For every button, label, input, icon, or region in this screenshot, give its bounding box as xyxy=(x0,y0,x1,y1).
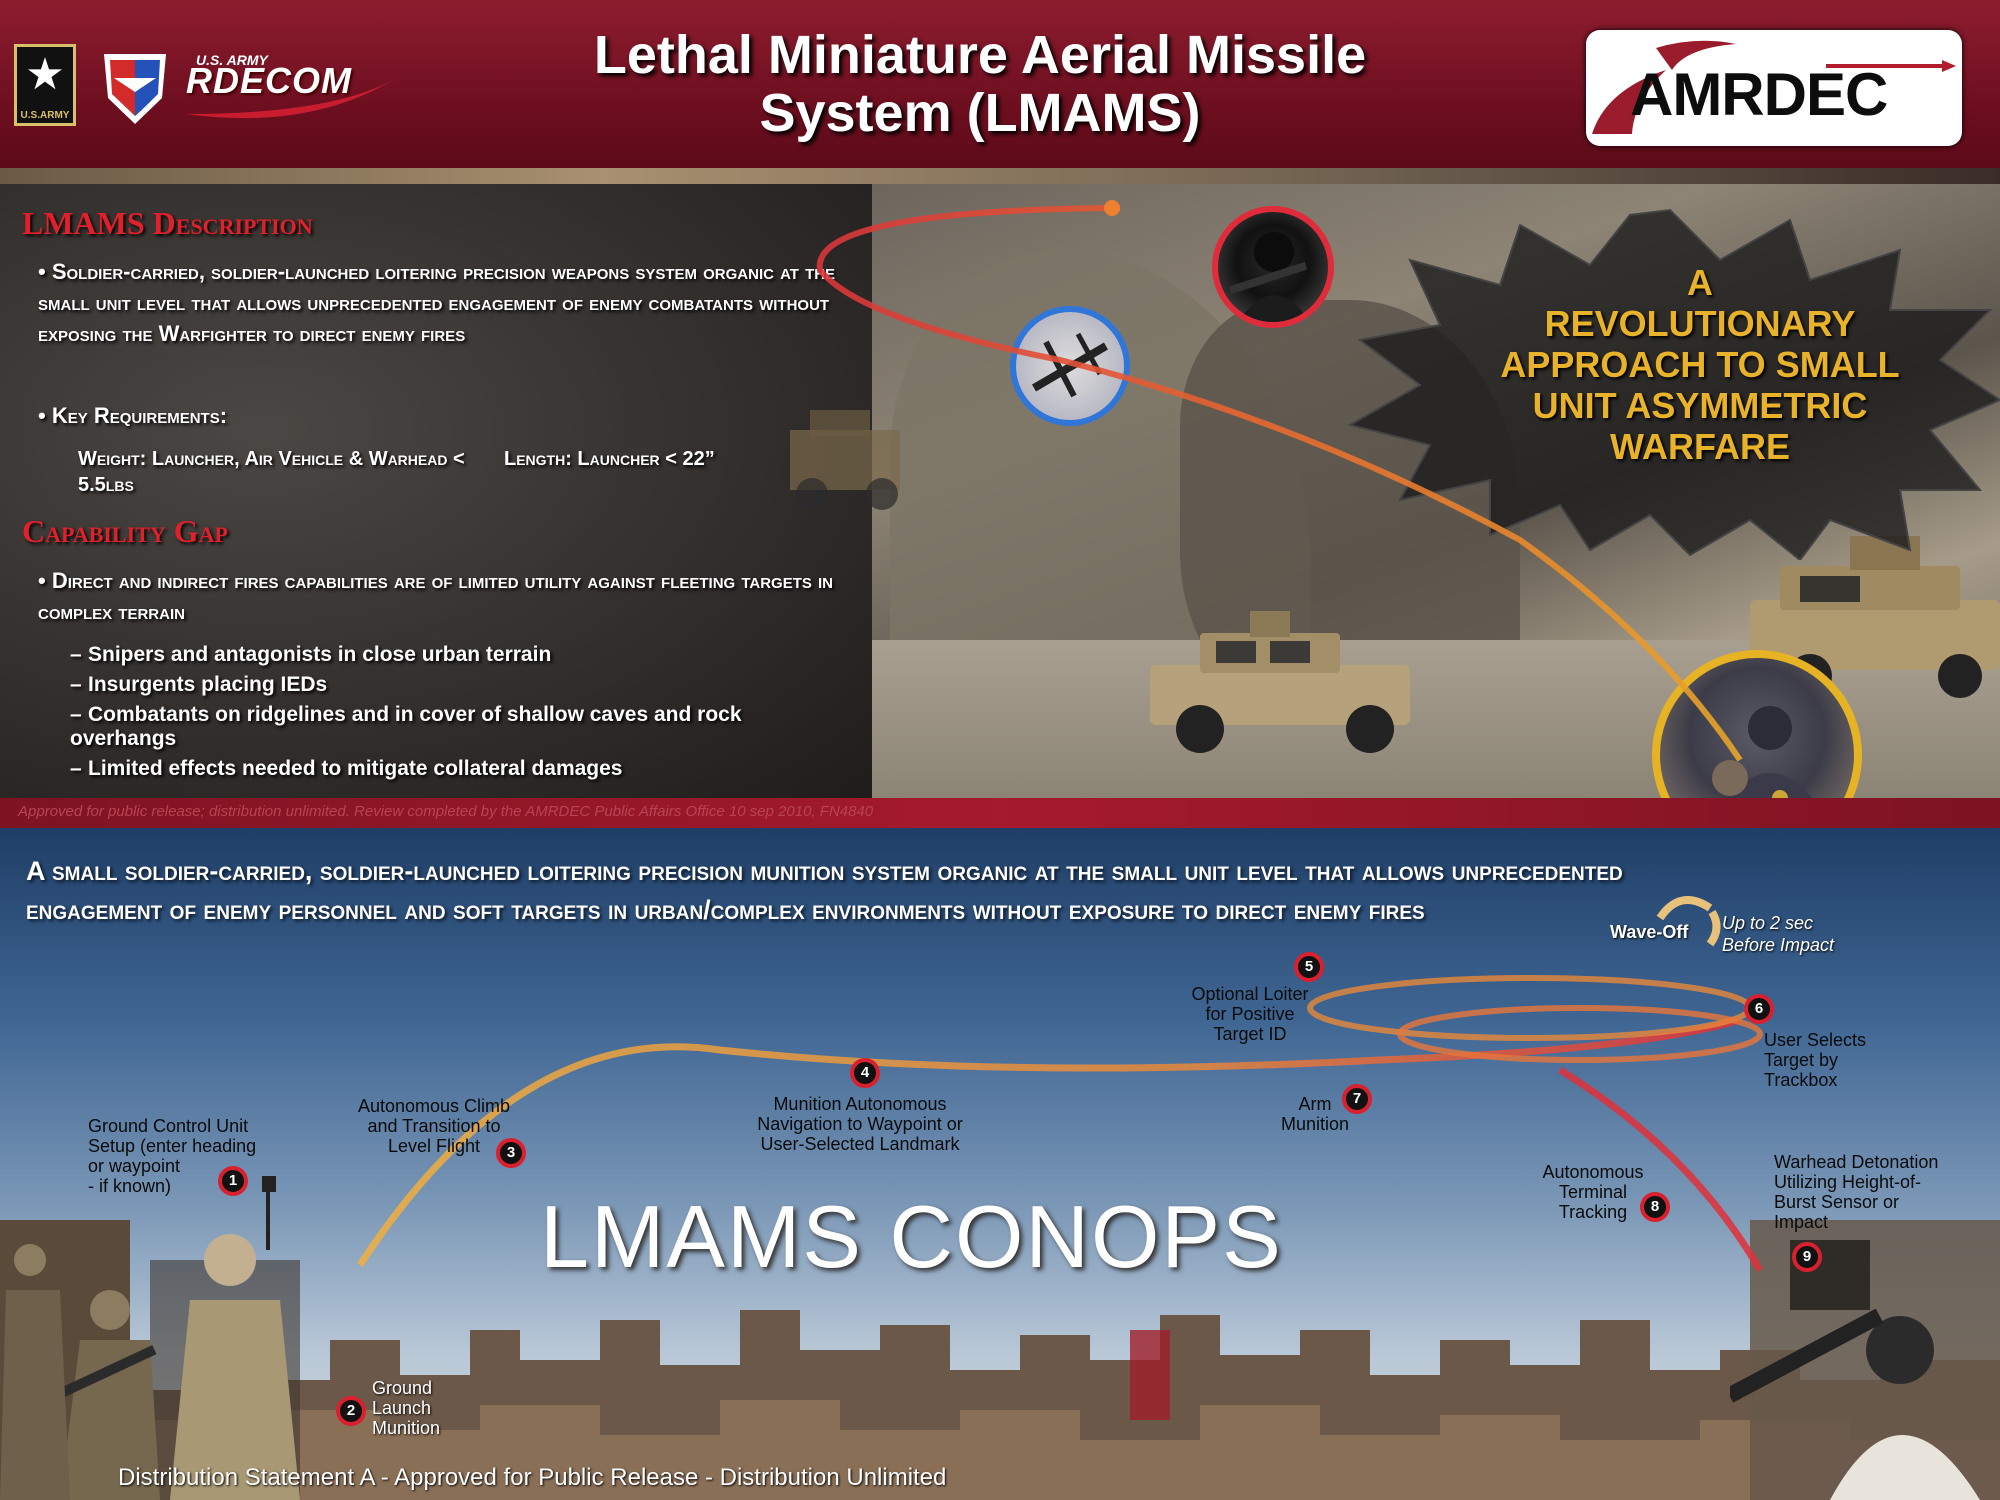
page-title: Lethal Miniature Aerial Missile System (… xyxy=(440,26,1520,142)
capability-gap-list: –Snipers and antagonists in close urban … xyxy=(70,643,830,787)
capability-gap-bullet: • Direct and indirect fires capabilities… xyxy=(38,568,833,624)
length-requirement: Length: Launcher < 22” xyxy=(504,448,715,470)
rdecom-logo-text: RDECOM xyxy=(186,60,352,101)
mission-statement: A small soldier-carried, soldier-launche… xyxy=(26,856,1623,925)
description-title: LMAMS Description xyxy=(22,205,313,241)
title-line-2: System (LMAMS) xyxy=(759,83,1201,143)
wave-off-note: Up to 2 sec Before Impact xyxy=(1722,913,1835,955)
revolution-callout: A REVOLUTIONARY APPROACH TO SMALL UNIT A… xyxy=(1500,262,1900,467)
weight-requirement: Weight: Launcher, Air Vehicle & Warhead … xyxy=(78,448,465,496)
amrdec-swoosh-icon xyxy=(1592,40,1956,134)
army-star-icon: ★ xyxy=(25,50,65,99)
sniper-icon xyxy=(1228,232,1310,322)
header-divider xyxy=(0,168,2000,184)
approval-note: Approved for public release; distributio… xyxy=(18,803,874,820)
uav-icon xyxy=(1031,332,1109,398)
approval-bar xyxy=(0,798,2000,828)
step-badge-9: 9 xyxy=(1792,1242,1822,1272)
step-badge-3: 3 xyxy=(496,1138,526,1168)
step-badge-2: 2 xyxy=(336,1396,366,1426)
description-bullet: • Soldier-carried, soldier-launched loit… xyxy=(38,259,836,346)
list-item: –Combatants on ridgelines and in cover o… xyxy=(70,703,742,750)
humvee-image xyxy=(790,410,900,510)
description-panel xyxy=(0,184,872,798)
list-item: –Limited effects needed to mitigate coll… xyxy=(70,757,623,780)
rdecom-small-label: U.S. ARMY xyxy=(196,52,268,68)
soldiers-image xyxy=(0,1220,300,1500)
title-line-1: Lethal Miniature Aerial Missile xyxy=(593,25,1367,85)
step-badge-7: 7 xyxy=(1342,1084,1372,1114)
wave-off-label: Wave-Off xyxy=(1610,922,1689,942)
army-logo-text: U.S.ARMY xyxy=(20,110,70,121)
step-badge-5: 5 xyxy=(1294,952,1324,982)
sniper-inset xyxy=(1212,206,1334,328)
rdecom-swoosh-icon xyxy=(186,72,406,119)
capability-gap-title: Capability Gap xyxy=(22,513,228,549)
list-item: –Insurgents placing IEDs xyxy=(70,673,328,696)
rdecom-shield-icon xyxy=(104,54,166,124)
us-army-logo: ★ U.S.ARMY xyxy=(14,44,76,126)
distribution-statement: Distribution Statement A - Approved for … xyxy=(118,1464,947,1491)
amrdec-logo-text: AMRDEC xyxy=(1630,61,1888,128)
conops-title: LMAMS CONOPS xyxy=(540,1187,1283,1286)
key-requirements-label: • Key Requirements: xyxy=(38,403,228,428)
insurgent-image xyxy=(1730,1220,2000,1500)
step-badge-1: 1 xyxy=(218,1166,248,1196)
step-badge-4: 4 xyxy=(850,1058,880,1088)
uav-inset xyxy=(1010,306,1130,426)
humvee-image xyxy=(1150,611,1410,753)
wave-off-arrow-icon xyxy=(1650,888,1730,948)
list-item: –Snipers and antagonists in close urban … xyxy=(70,643,552,666)
step-badge-6: 6 xyxy=(1744,994,1774,1024)
amrdec-logo: AMRDEC xyxy=(1586,30,1962,146)
city-skyline xyxy=(0,1310,2000,1500)
step-badge-8: 8 xyxy=(1640,1192,1670,1222)
